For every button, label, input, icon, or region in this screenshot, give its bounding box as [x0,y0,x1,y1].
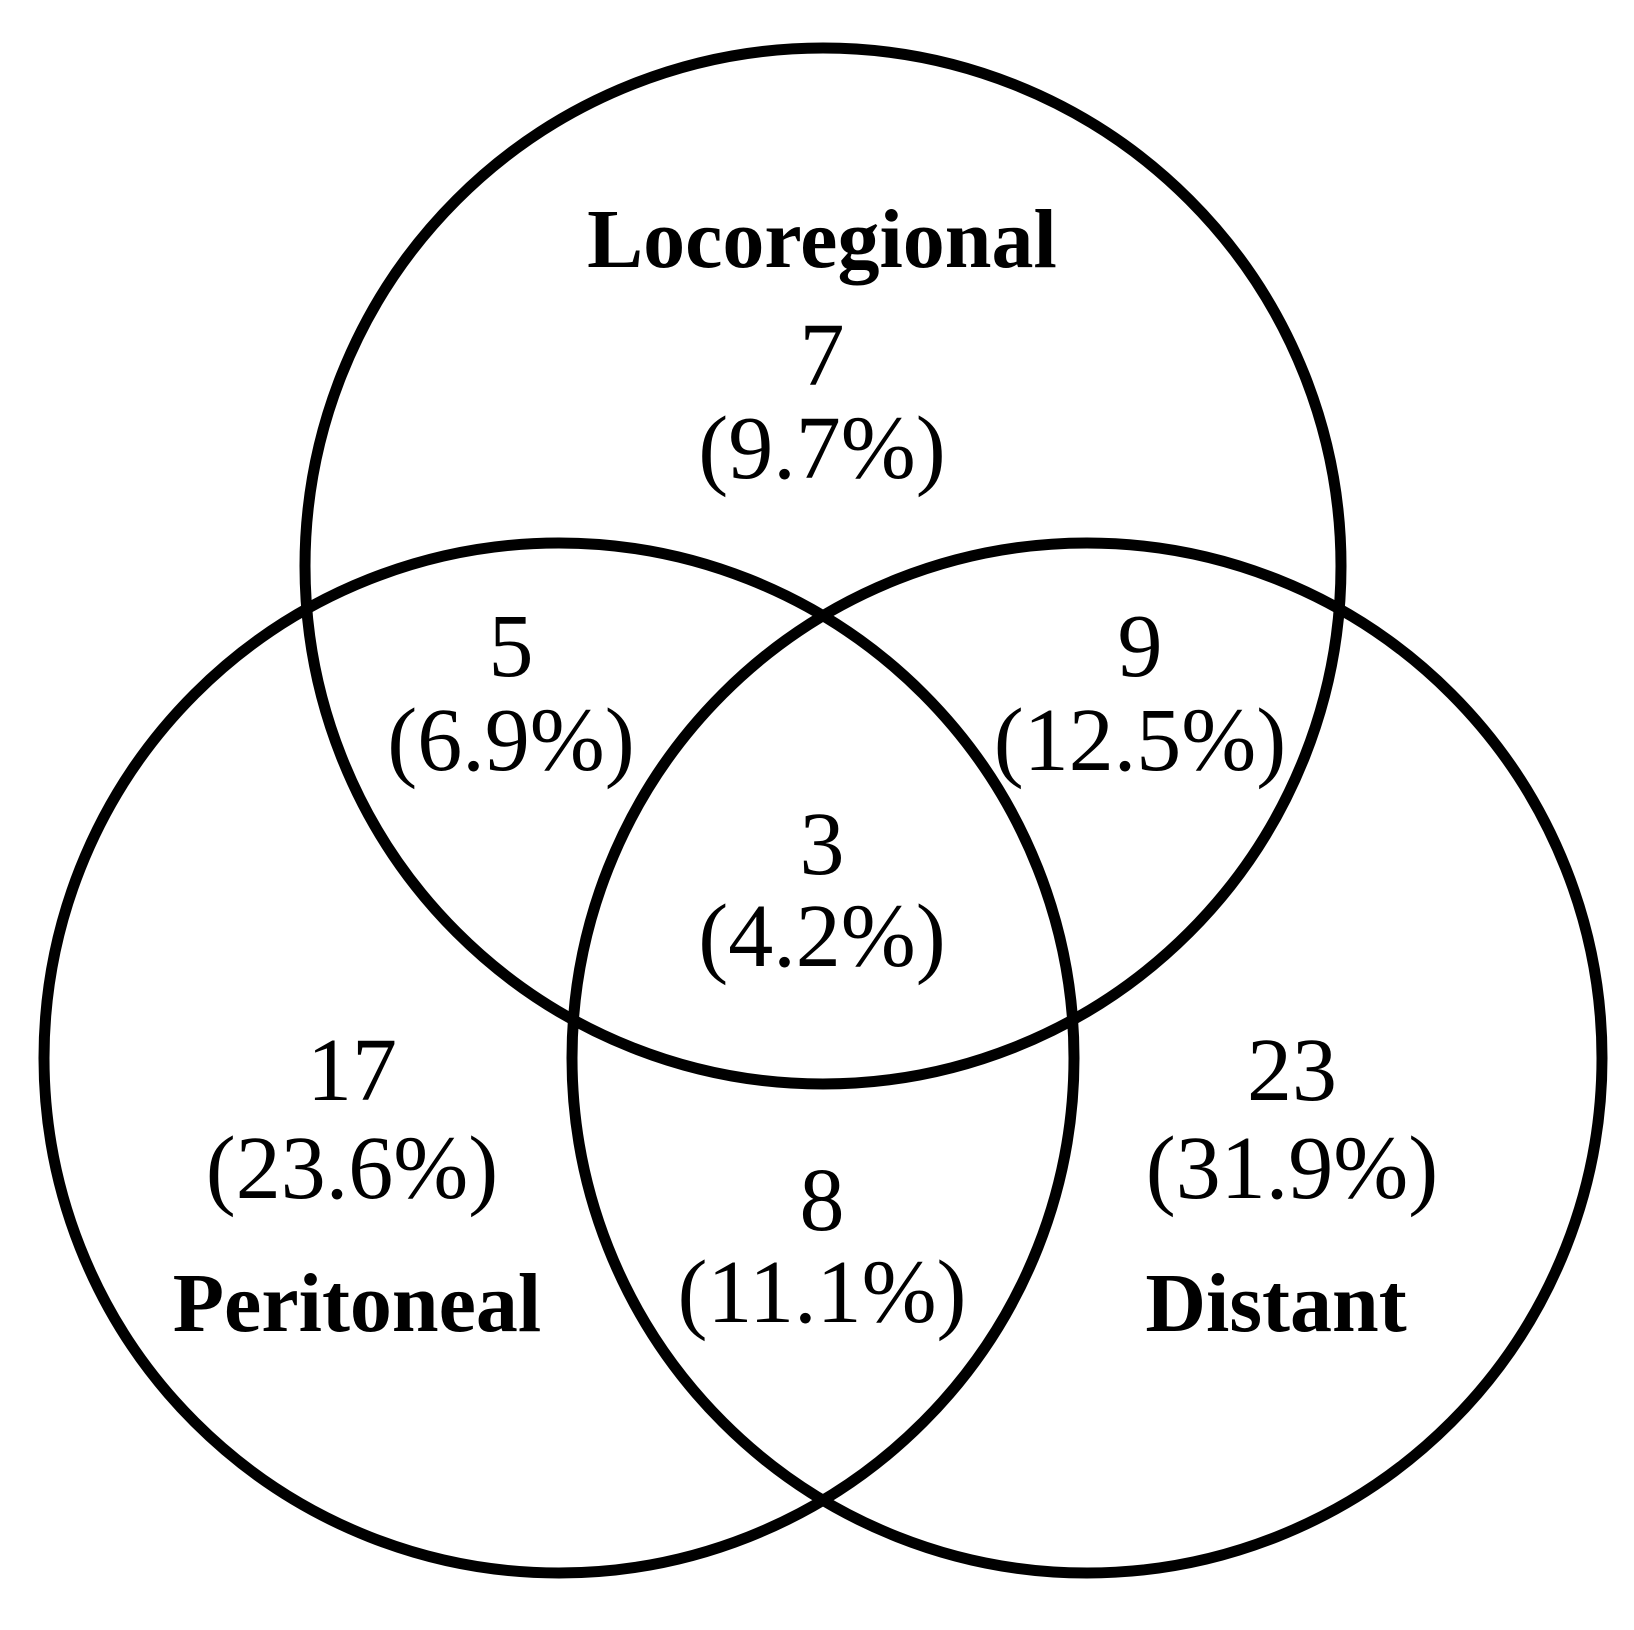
peritoneal-distant-percent: (11.1%) [677,1243,966,1342]
peritoneal-label: Peritoneal [173,1257,542,1350]
locoregional-circle [299,42,1347,1090]
locoregional-label: Locoregional [587,193,1057,286]
peritoneal-distant-count: 8 [800,1151,845,1250]
peritoneal-only-percent: (23.6%) [206,1119,498,1218]
locoregional-peritoneal-count: 5 [489,597,534,696]
locoregional-peritoneal-percent: (6.9%) [387,691,634,790]
all-three-percent: (4.2%) [698,887,945,986]
distant-only-percent: (31.9%) [1146,1119,1438,1218]
all-three-count: 3 [800,795,845,894]
distant-label: Distant [1145,1257,1406,1350]
locoregional-only-percent: (9.7%) [698,399,945,498]
locoregional-only-count: 7 [800,306,845,405]
locoregional-distant-count: 9 [1118,597,1163,696]
peritoneal-circle [38,537,1080,1579]
distant-only-count: 23 [1247,1021,1337,1120]
locoregional-distant-percent: (12.5%) [994,691,1286,790]
peritoneal-only-count: 17 [307,1021,397,1120]
distant-circle [566,537,1608,1579]
